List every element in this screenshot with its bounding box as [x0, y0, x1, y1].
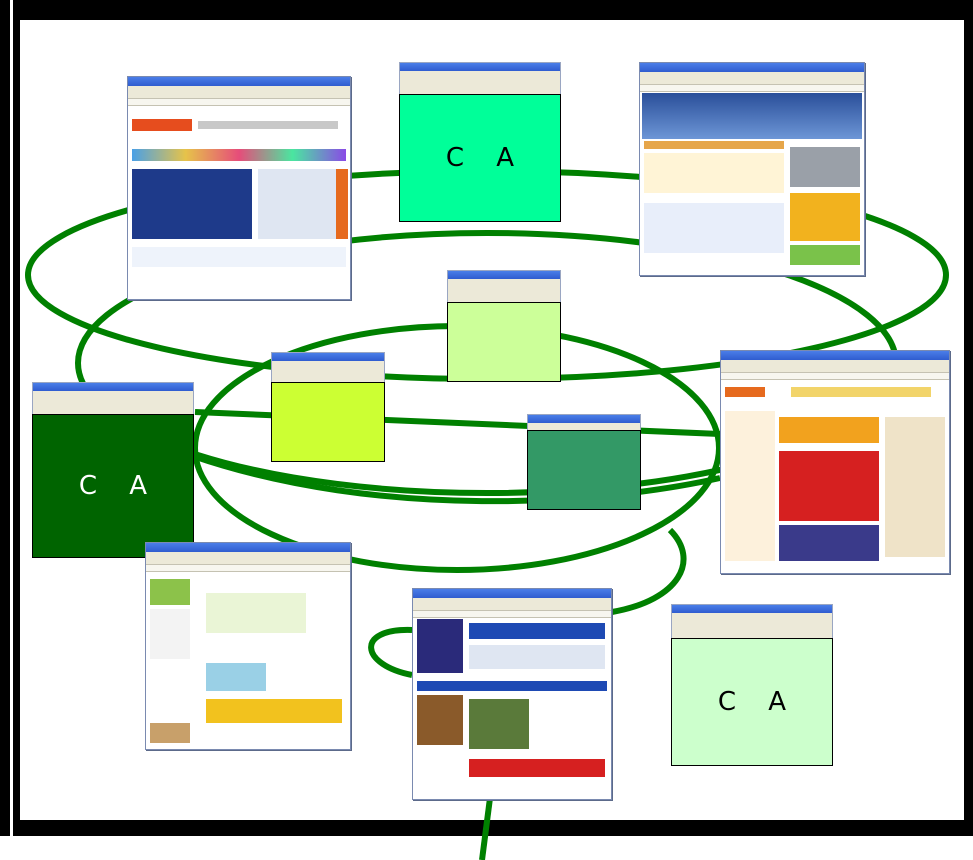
ca-top-label: C A: [445, 143, 527, 173]
node-light-window: [447, 270, 561, 306]
ca-right-label: C A: [717, 687, 799, 717]
node-light: [447, 302, 561, 382]
node-lime-window: [271, 352, 385, 386]
browser-window-1: [127, 76, 351, 300]
bottom-loop-left: [368, 626, 413, 678]
ca-top-window: [399, 62, 561, 98]
frame-double-line: [10, 0, 13, 836]
ca-left-node: C A: [32, 414, 194, 558]
ca-right-node: C A: [671, 638, 833, 766]
node-sea: [527, 430, 641, 510]
browser-window-5: [412, 588, 612, 800]
node-lime: [271, 382, 385, 462]
link-b: [192, 453, 721, 505]
ca-left-label: C A: [78, 471, 160, 501]
bottom-loop-right: [611, 527, 687, 615]
ca-left-window: [32, 382, 194, 418]
ca-right-window: [671, 604, 833, 642]
browser-window-3: [720, 350, 950, 574]
ca-top-node: C A: [399, 94, 561, 222]
tail-connector: [479, 797, 493, 860]
browser-window-2: [639, 62, 865, 276]
browser-window-4: [145, 542, 351, 750]
